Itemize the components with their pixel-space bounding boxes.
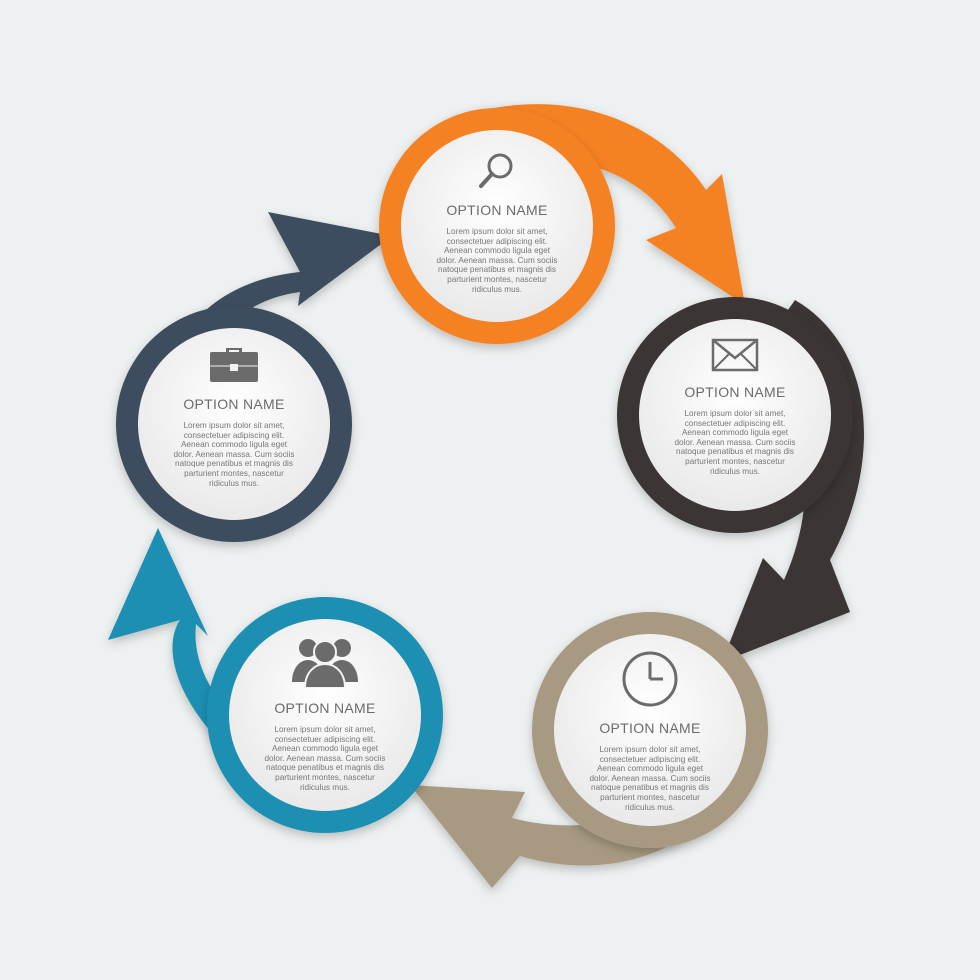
option-people: OPTION NAME Lorem ipsum dolor sit amet, … [225,632,425,832]
clock-icon [621,648,679,708]
option-description: Lorem ipsum dolor sit amet, consectetuer… [173,421,295,488]
ring-charcoal [617,297,853,533]
option-briefcase: OPTION NAME Lorem ipsum dolor sit amet, … [134,344,334,544]
ring-orange [379,108,615,344]
search-icon [477,146,517,190]
option-title: OPTION NAME [684,384,786,400]
option-title: OPTION NAME [274,700,376,716]
option-title: OPTION NAME [599,720,701,736]
option-search: OPTION NAME Lorem ipsum dolor sit amet, … [397,146,597,346]
arrow-slate [169,212,392,400]
option-clock: OPTION NAME Lorem ipsum dolor sit amet, … [550,648,750,848]
option-mail: OPTION NAME Lorem ipsum dolor sit amet, … [635,328,835,528]
option-description: Lorem ipsum dolor sit amet, consectetuer… [589,745,711,812]
people-icon [288,632,362,688]
envelope-icon [711,328,759,372]
option-description: Lorem ipsum dolor sit amet, consectetuer… [674,409,796,476]
ring-taupe [532,612,768,848]
option-title: OPTION NAME [446,202,548,218]
ring-slate [116,306,352,542]
option-title: OPTION NAME [183,396,285,412]
briefcase-icon [208,344,260,384]
ring-teal [207,597,443,833]
option-description: Lorem ipsum dolor sit amet, consectetuer… [436,227,558,294]
option-description: Lorem ipsum dolor sit amet, consectetuer… [264,725,386,792]
